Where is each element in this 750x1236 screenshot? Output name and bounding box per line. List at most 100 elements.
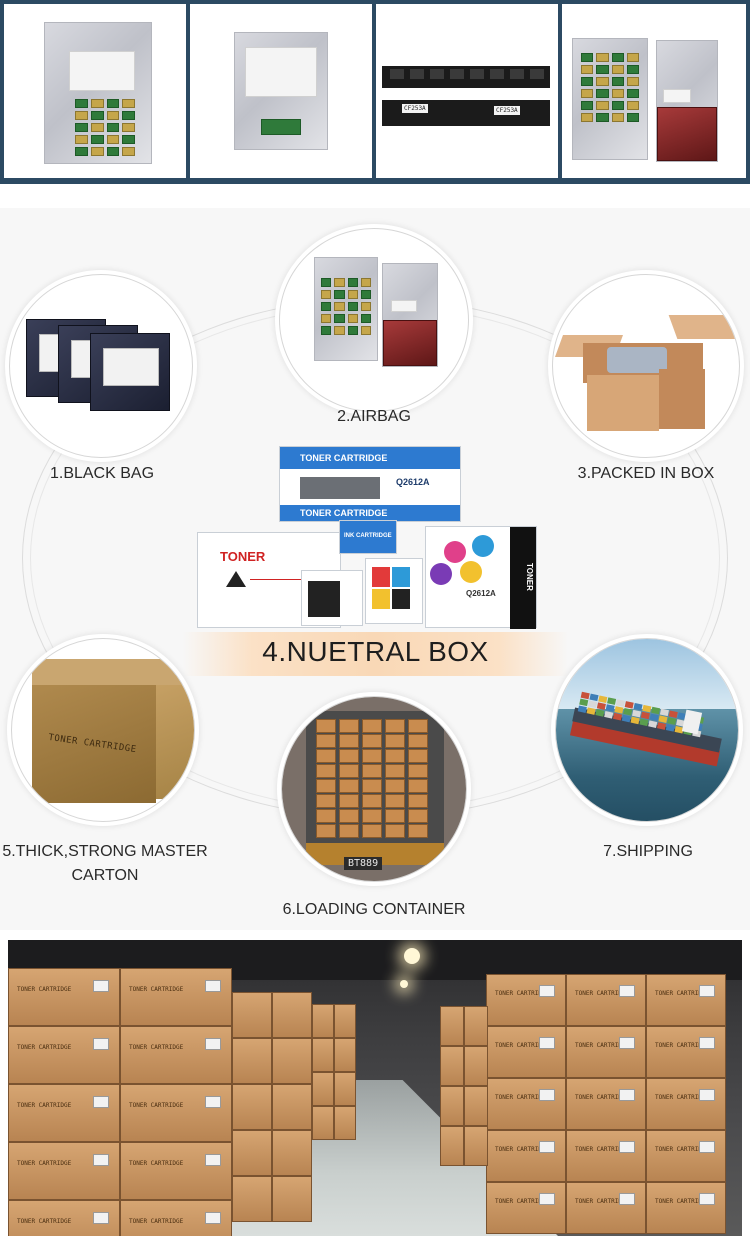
carton-print: TONER CARTRIDGE: [495, 1146, 550, 1153]
warehouse-carton: [272, 992, 312, 1038]
ceiling-lamp: [404, 948, 420, 964]
carton: [408, 779, 428, 793]
photo-anti-static-pouch-chips: [4, 4, 186, 178]
warehouse-carton: TONER CARTRIDGE: [120, 1026, 232, 1084]
carton-top: [32, 659, 194, 685]
carton-sticker: [93, 1038, 109, 1051]
carton: [362, 719, 382, 733]
small-ink-box: [301, 570, 363, 626]
warehouse-carton: [440, 1086, 464, 1126]
carton: [339, 824, 359, 838]
carton: [408, 764, 428, 778]
warehouse-carton: [464, 1126, 488, 1166]
red-anti-static-bag: [383, 320, 437, 366]
warehouse-carton: TONER CARTRIDGE: [566, 974, 646, 1026]
packed-product: [607, 347, 667, 373]
carton: [316, 749, 336, 763]
warehouse-carton: TONER CARTRIDGE: [486, 1182, 566, 1234]
license-plate: BT889: [344, 857, 383, 870]
carton-sticker: [539, 1141, 555, 1153]
chip-grid: [581, 53, 639, 122]
warehouse-carton: [334, 1004, 356, 1038]
carton-sticker: [93, 1212, 109, 1225]
step-master-carton-photo: TONER CARTRIDGE: [11, 638, 195, 822]
pouch-label: [69, 51, 135, 91]
carton: [362, 734, 382, 748]
box-print-toner: TONER: [525, 563, 534, 591]
box-print-model: Q2612A: [396, 477, 430, 487]
box-print-toner-cartridge: TONER CARTRIDGE: [300, 508, 388, 518]
carton-print: TONER CARTRIDGE: [655, 1042, 710, 1049]
carton: [339, 809, 359, 823]
step-6-caption: 6.LOADING CONTAINER: [282, 901, 466, 918]
carton-print: TONER CARTRIDGE: [47, 732, 138, 756]
carton-print: TONER CARTRIDGE: [655, 1198, 710, 1205]
carton: [408, 794, 428, 808]
warehouse-carton: [232, 992, 272, 1038]
warehouse-carton: [440, 1046, 464, 1086]
packaging-process-section: 1.BLACK BAG 2.AIRBAG 3.PACKED IN BOX: [0, 208, 750, 930]
carton: [316, 719, 336, 733]
warehouse-carton: [232, 1038, 272, 1084]
warehouse-carton: TONER CARTRIDGE: [486, 1026, 566, 1078]
warehouse-carton: [272, 1038, 312, 1084]
carton-print: TONER CARTRIDGE: [575, 990, 630, 997]
carton-sticker: [619, 1141, 635, 1153]
carton-sticker: [539, 1037, 555, 1049]
carton-sticker: [93, 980, 109, 993]
photo-pouches-with-red-bag: [562, 4, 746, 178]
carton-print: TONER CARTRIDGE: [655, 1094, 710, 1101]
carton: [339, 734, 359, 748]
chip-board: [261, 119, 301, 135]
carton-print: TONER CARTRIDGE: [495, 990, 550, 997]
carton-sticker: [205, 1038, 221, 1051]
carton: [408, 809, 428, 823]
shipping-container: [665, 724, 675, 732]
carton: [385, 824, 405, 838]
step-7-caption: 7.SHIPPING: [603, 843, 693, 860]
carton-print: TONER CARTRIDGE: [129, 1217, 184, 1225]
carton: [385, 809, 405, 823]
warehouse-carton: [334, 1038, 356, 1072]
carton-print: TONER CARTRIDGE: [17, 1217, 72, 1225]
strip-tag: CF253A: [402, 104, 428, 113]
warehouse-carton: TONER CARTRIDGE: [8, 1084, 120, 1142]
carton-sticker: [619, 1089, 635, 1101]
warehouse-carton: [334, 1106, 356, 1140]
toner-cartridge-box: TONER CARTRIDGE Q2612A TONER CARTRIDGE: [279, 446, 461, 522]
carton-sticker: [539, 985, 555, 997]
carton-sticker: [699, 1193, 715, 1205]
chip-tape-strip-labeled: CF253A CF253A: [382, 100, 550, 126]
carton-print: TONER CARTRIDGE: [17, 1043, 72, 1051]
warehouse-carton: [272, 1176, 312, 1222]
carton: [362, 749, 382, 763]
carton-sticker: [619, 1193, 635, 1205]
shipping-container: [648, 720, 658, 728]
carton: [316, 764, 336, 778]
box-print-ink-cartridge: INK CARTRIDGE: [344, 533, 392, 539]
step-packed-in-box-photo: [552, 274, 740, 458]
warehouse-carton: TONER CARTRIDGE: [120, 968, 232, 1026]
strip-tag: CF253A: [494, 106, 520, 115]
box-print-toner: TONER: [220, 549, 266, 564]
box-side: [659, 369, 705, 429]
warehouse-carton: TONER CARTRIDGE: [120, 1200, 232, 1236]
carton-sticker: [619, 985, 635, 997]
warehouse-carton: [464, 1046, 488, 1086]
shipping-container: [639, 718, 649, 727]
carton-sticker: [205, 1212, 221, 1225]
red-anti-static-bag: [657, 107, 717, 161]
photo-chip-tape-strips: CF253A CF253A: [376, 4, 558, 178]
warehouse-carton: TONER CARTRIDGE: [646, 974, 726, 1026]
carton-sticker: [619, 1037, 635, 1049]
warehouse-carton: TONER CARTRIDGE: [646, 1130, 726, 1182]
carton-print: TONER CARTRIDGE: [17, 1101, 72, 1109]
carton: [385, 779, 405, 793]
carton-print: TONER CARTRIDGE: [495, 1042, 550, 1049]
warehouse-carton: TONER CARTRIDGE: [566, 1026, 646, 1078]
carton: [316, 734, 336, 748]
carton: [339, 749, 359, 763]
carton-sticker: [699, 1141, 715, 1153]
anti-static-pouch: [44, 22, 152, 164]
box-print-model: Q2612A: [466, 589, 496, 598]
